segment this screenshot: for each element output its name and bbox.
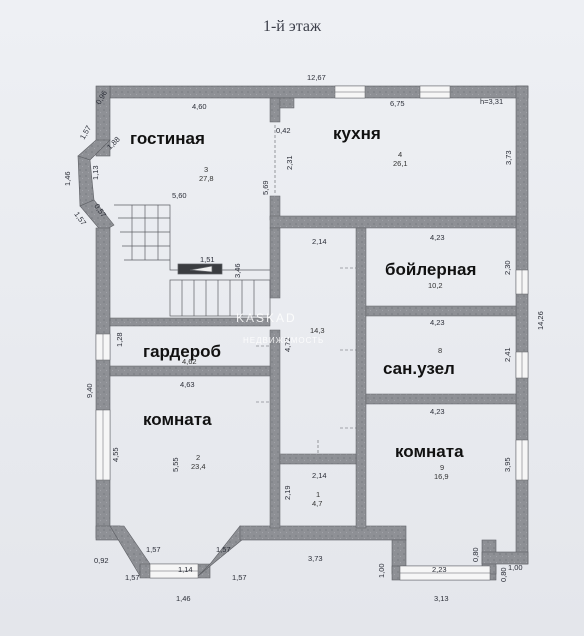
dim-157-a: 1,57 [146,545,161,554]
area-room-left: 23,4 [191,462,206,471]
dim-151: 1,51 [200,255,215,264]
dim-423-a: 4,23 [430,233,445,242]
dim-241: 2,41 [503,347,512,362]
room-label-wardrobe: гардероб [143,342,222,361]
room-label-room-right: комната [395,442,464,461]
dim-100-a: 1,00 [377,563,386,578]
dim-157-b: 1,57 [216,545,231,554]
room-number-bath: 8 [438,346,442,355]
floor-title: 1-й этаж [262,18,322,35]
dim-214-top: 2,14 [312,237,327,246]
room-number-small: 1 [316,490,320,499]
dim-230: 2,30 [503,260,512,275]
dim-223: 2,23 [432,565,447,574]
dim-423-b: 4,23 [430,318,445,327]
dim-373-kitchen: 3,73 [504,150,513,165]
room-number-kitchen: 4 [398,150,402,159]
door-markers [256,125,356,454]
staircase [114,204,271,317]
dim-kitchen-height: h=3,31 [480,97,503,106]
dim-080-a: 0,80 [471,547,480,562]
dim-living-width: 4,60 [192,102,207,111]
room-number-room-left: 2 [196,453,200,462]
dim-157-c: 1,57 [125,573,140,582]
dim-313: 3,13 [434,594,449,603]
dim-214-bot: 2,14 [312,471,327,480]
dim-219: 2,19 [283,485,292,500]
watermark-logo: KASKAD НЕДВИЖИМОСТЬ [236,311,324,345]
dim-423-c: 4,23 [430,407,445,416]
watermark-brand: KASKAD [236,311,297,325]
dim-080-b: 0,80 [499,567,508,582]
dim-455: 4,55 [111,447,120,462]
area-room-right: 16,9 [434,472,449,481]
dim-092: 0,92 [94,556,109,565]
room-label-bath: сан.узел [383,359,455,378]
dim-100-b: 1,00 [508,563,523,572]
dim-472: 4,72 [283,337,292,352]
area-living: 27,8 [199,174,214,183]
room-label-kitchen: кухня [333,124,381,143]
dim-bay-157: 1,57 [78,124,93,141]
dim-kitchen-width: 6,75 [390,99,405,108]
room-number-living: 3 [204,165,208,174]
dim-114: 1,14 [178,565,193,574]
area-small: 4,7 [312,499,322,508]
room-number-room-right: 9 [440,463,444,472]
dim-146: 1,46 [176,594,191,603]
interior-walls [109,97,517,529]
dim-373-bot: 3,73 [308,554,323,563]
dim-346: 3,46 [233,263,242,278]
room-label-boiler: бойлерная [385,260,477,279]
dim-231: 2,31 [285,155,294,170]
area-hall: 14,3 [310,326,325,335]
area-boiler: 10,2 [428,281,443,290]
dim-bay-113: 1,13 [91,165,100,180]
windows [95,85,529,581]
dim-569: 5,69 [261,180,270,195]
dim-555: 5,55 [171,457,180,472]
dim-560: 5,60 [172,191,187,200]
dim-total-width: 12,67 [307,73,326,82]
room-label-living: гостиная [130,129,205,148]
dim-1426: 14,26 [536,311,545,330]
area-kitchen: 26,1 [393,159,408,168]
dim-157-d: 1,57 [232,573,247,582]
watermark-sub: НЕДВИЖИМОСТЬ [243,336,324,345]
dim-bay-146: 1,46 [63,171,72,186]
room-label-room-left: комната [143,410,212,429]
area-wardrobe: 4,62 [182,357,197,366]
dim-463: 4,63 [180,380,195,389]
dim-940: 9,40 [85,383,94,398]
dim-395: 3,95 [503,457,512,472]
dim-128: 1,28 [115,332,124,347]
dim-042: 0,42 [276,126,291,135]
room-areas: 3 27,8 4 26,1 10,2 14,3 4,62 8 2 23,4 9 … [182,150,449,508]
outer-walls [77,85,529,581]
